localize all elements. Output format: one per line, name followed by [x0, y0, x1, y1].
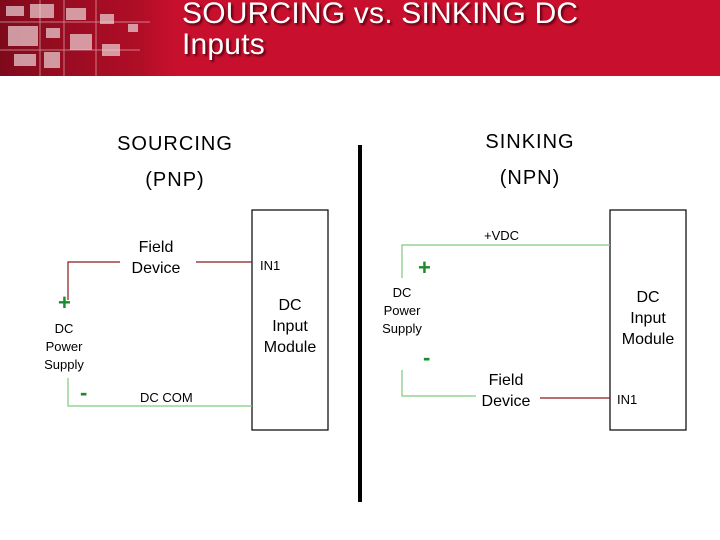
sinking-title: SINKING (NPN) [485, 131, 575, 189]
circuit-board-icon [0, 0, 190, 76]
sinking-minus-sign: - [423, 345, 431, 370]
sinking-negative-wire [401, 370, 476, 397]
sourcing-in1-label: IN1 [260, 258, 281, 273]
sourcing-negative-wire [67, 378, 252, 407]
sourcing-minus-sign: - [80, 380, 88, 405]
sourcing-module-label: DC Input Module [263, 297, 317, 356]
sinking-vdc-label: +VDC [484, 228, 520, 243]
page-title: SOURCING vs. SINKING DC Inputs [182, 0, 578, 60]
sourcing-title: SOURCING (PNP) [117, 133, 233, 191]
sinking-module-label: DC Input Module [621, 289, 675, 348]
sinking-field-device-label: Field Device [481, 372, 531, 410]
title-line-2: Inputs [182, 28, 265, 61]
sourcing-positive-wire [67, 261, 120, 300]
sinking-input-module-box [609, 209, 687, 431]
header-banner: SOURCING vs. SINKING DC Inputs [0, 0, 720, 76]
sourcing-dc-com-label: DC COM [140, 390, 193, 405]
sourcing-field-device-label: Field Device [131, 239, 181, 277]
sourcing-supply-label: DC Power Supply [44, 321, 84, 372]
sinking-supply-label: DC Power Supply [382, 285, 422, 336]
sinking-positive-wire [401, 244, 610, 278]
sinking-in1-label: IN1 [617, 392, 638, 407]
sinking-plus-sign: + [418, 255, 431, 280]
sourcing-input-module-box [251, 209, 329, 431]
title-line-1: SOURCING vs. SINKING DC [182, 0, 579, 30]
sourcing-plus-sign: + [58, 290, 71, 315]
